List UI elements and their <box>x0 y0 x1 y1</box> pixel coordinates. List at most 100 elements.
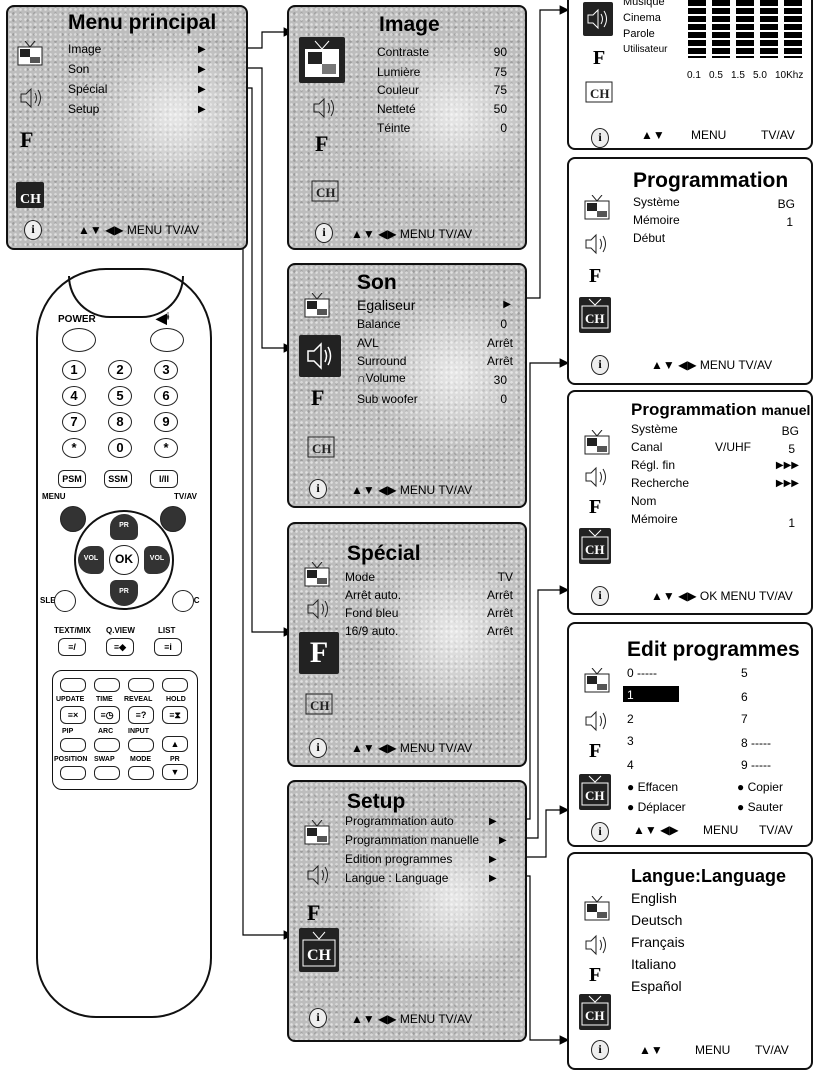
setup-channel-icon[interactable]: CH <box>579 297 611 333</box>
blank-button[interactable] <box>60 678 86 692</box>
digit-1-button[interactable]: 1 <box>62 360 86 380</box>
channel-slot[interactable]: 5 <box>741 666 748 680</box>
special-icon[interactable]: F <box>20 127 48 153</box>
speaker-icon[interactable] <box>583 708 611 734</box>
picture-icon[interactable] <box>303 293 331 319</box>
speaker-icon[interactable] <box>583 2 613 36</box>
special-icon[interactable]: F <box>315 131 343 157</box>
blank-button[interactable] <box>128 678 154 692</box>
digit-0-button[interactable]: 0 <box>108 438 132 458</box>
ssm-button[interactable]: SSM <box>104 470 132 488</box>
pr-down-small-button[interactable]: ▼ <box>162 764 188 780</box>
speaker-icon[interactable] <box>299 335 341 377</box>
textmix-button[interactable]: ≡/ <box>58 638 86 656</box>
digit-3-button[interactable]: 3 <box>154 360 178 380</box>
picture-icon[interactable] <box>303 820 331 846</box>
arc-button[interactable] <box>94 738 120 752</box>
action-deplacer[interactable]: ● Déplacer <box>627 800 686 814</box>
special-icon[interactable]: F <box>311 385 339 411</box>
digit-6-button[interactable]: 6 <box>154 386 178 406</box>
speaker-icon[interactable] <box>305 596 333 622</box>
dual-sound-button[interactable]: I/II <box>150 470 178 488</box>
qview-button[interactable]: ≡◆ <box>106 638 134 656</box>
speaker-icon[interactable] <box>583 932 611 958</box>
dpad-left-button[interactable]: VOL <box>78 546 104 574</box>
picture-icon[interactable] <box>583 430 611 456</box>
picture-icon[interactable] <box>583 896 611 922</box>
speaker-icon[interactable] <box>18 85 46 111</box>
setup-channel-icon[interactable]: CH <box>579 528 611 564</box>
digit-4-button[interactable]: 4 <box>62 386 86 406</box>
digit-5-button[interactable]: 5 <box>108 386 132 406</box>
menu-item-son[interactable]: Son <box>68 62 89 76</box>
swap-button[interactable] <box>94 766 120 780</box>
special-icon[interactable]: F <box>593 47 621 73</box>
picture-icon[interactable] <box>583 195 611 221</box>
reveal-button[interactable]: ≡? <box>128 706 154 724</box>
setup-item-prog-auto[interactable]: Programmation auto <box>345 814 454 828</box>
input-button[interactable] <box>128 738 154 752</box>
setup-channel-icon[interactable]: CH <box>579 994 611 1030</box>
blank-button[interactable] <box>94 678 120 692</box>
setup-channel-icon[interactable]: CH <box>307 433 335 459</box>
star-left-button[interactable]: * <box>62 438 86 458</box>
ok-button[interactable]: OK <box>109 545 139 575</box>
special-icon[interactable]: F <box>589 740 617 766</box>
language-option[interactable]: English <box>631 890 677 906</box>
language-option[interactable]: Italiano <box>631 956 676 972</box>
picture-icon[interactable] <box>303 562 331 588</box>
star-right-button[interactable]: * <box>154 438 178 458</box>
list-button[interactable]: ≡i <box>154 638 182 656</box>
channel-slot[interactable]: 9 ----- <box>741 758 771 772</box>
update-button[interactable]: ≡× <box>60 706 86 724</box>
special-icon[interactable]: F <box>589 964 617 990</box>
language-option[interactable]: Deutsch <box>631 912 682 928</box>
channel-slot[interactable]: 7 <box>741 712 748 726</box>
psm-button[interactable]: PSM <box>58 470 86 488</box>
eq-preset[interactable]: Cinema <box>623 12 661 24</box>
mode-button[interactable] <box>128 766 154 780</box>
channel-slot[interactable]: 6 <box>741 690 748 704</box>
setup-item-langue[interactable]: Langue : Language <box>345 871 448 885</box>
special-icon[interactable]: F <box>589 496 617 522</box>
time-button[interactable]: ≡◷ <box>94 706 120 724</box>
blank-button[interactable] <box>162 678 188 692</box>
special-icon[interactable]: F <box>589 265 617 291</box>
channel-slot[interactable]: 0 ----- <box>627 666 657 680</box>
speaker-icon[interactable] <box>583 231 611 257</box>
sleep-button[interactable] <box>54 590 76 612</box>
eq-preset[interactable]: Musique <box>623 0 665 8</box>
picture-icon[interactable] <box>16 41 44 67</box>
tvpc-button[interactable] <box>172 590 194 612</box>
channel-slot[interactable]: 2 <box>627 712 634 726</box>
hold-button[interactable]: ≡⧗ <box>162 706 188 724</box>
digit-2-button[interactable]: 2 <box>108 360 132 380</box>
setup-channel-icon[interactable]: CH <box>305 690 333 716</box>
dpad-down-button[interactable]: PR <box>110 580 138 606</box>
digit-7-button[interactable]: 7 <box>62 412 86 432</box>
pr-up-small-button[interactable]: ▲ <box>162 736 188 752</box>
dpad-up-button[interactable]: PR <box>110 514 138 540</box>
setup-item-edition[interactable]: Edition programmes <box>345 852 452 866</box>
menu-button[interactable] <box>60 506 86 532</box>
dpad-right-button[interactable]: VOL <box>144 546 170 574</box>
speaker-icon[interactable] <box>583 464 611 490</box>
eq-preset[interactable]: Parole <box>623 28 655 40</box>
channel-slot-selected[interactable]: 1 <box>623 686 679 702</box>
picture-icon[interactable] <box>299 37 345 83</box>
picture-icon[interactable] <box>583 668 611 694</box>
language-option[interactable]: Français <box>631 934 685 950</box>
menu-item-setup[interactable]: Setup <box>68 102 99 116</box>
menu-item-special[interactable]: Spécial <box>68 82 107 96</box>
position-button[interactable] <box>60 766 86 780</box>
setup-channel-icon[interactable]: CH <box>311 177 339 203</box>
eq-preset[interactable]: Utilisateur <box>623 44 667 55</box>
channel-slot[interactable]: 8 ----- <box>741 736 771 750</box>
setup-channel-icon[interactable]: CH <box>299 928 339 972</box>
digit-8-button[interactable]: 8 <box>108 412 132 432</box>
special-icon[interactable]: F <box>299 632 339 674</box>
action-effacer[interactable]: ● Effacen <box>627 780 678 794</box>
tvav-button[interactable] <box>160 506 186 532</box>
speaker-icon[interactable] <box>305 862 333 888</box>
power-button[interactable] <box>62 328 96 352</box>
